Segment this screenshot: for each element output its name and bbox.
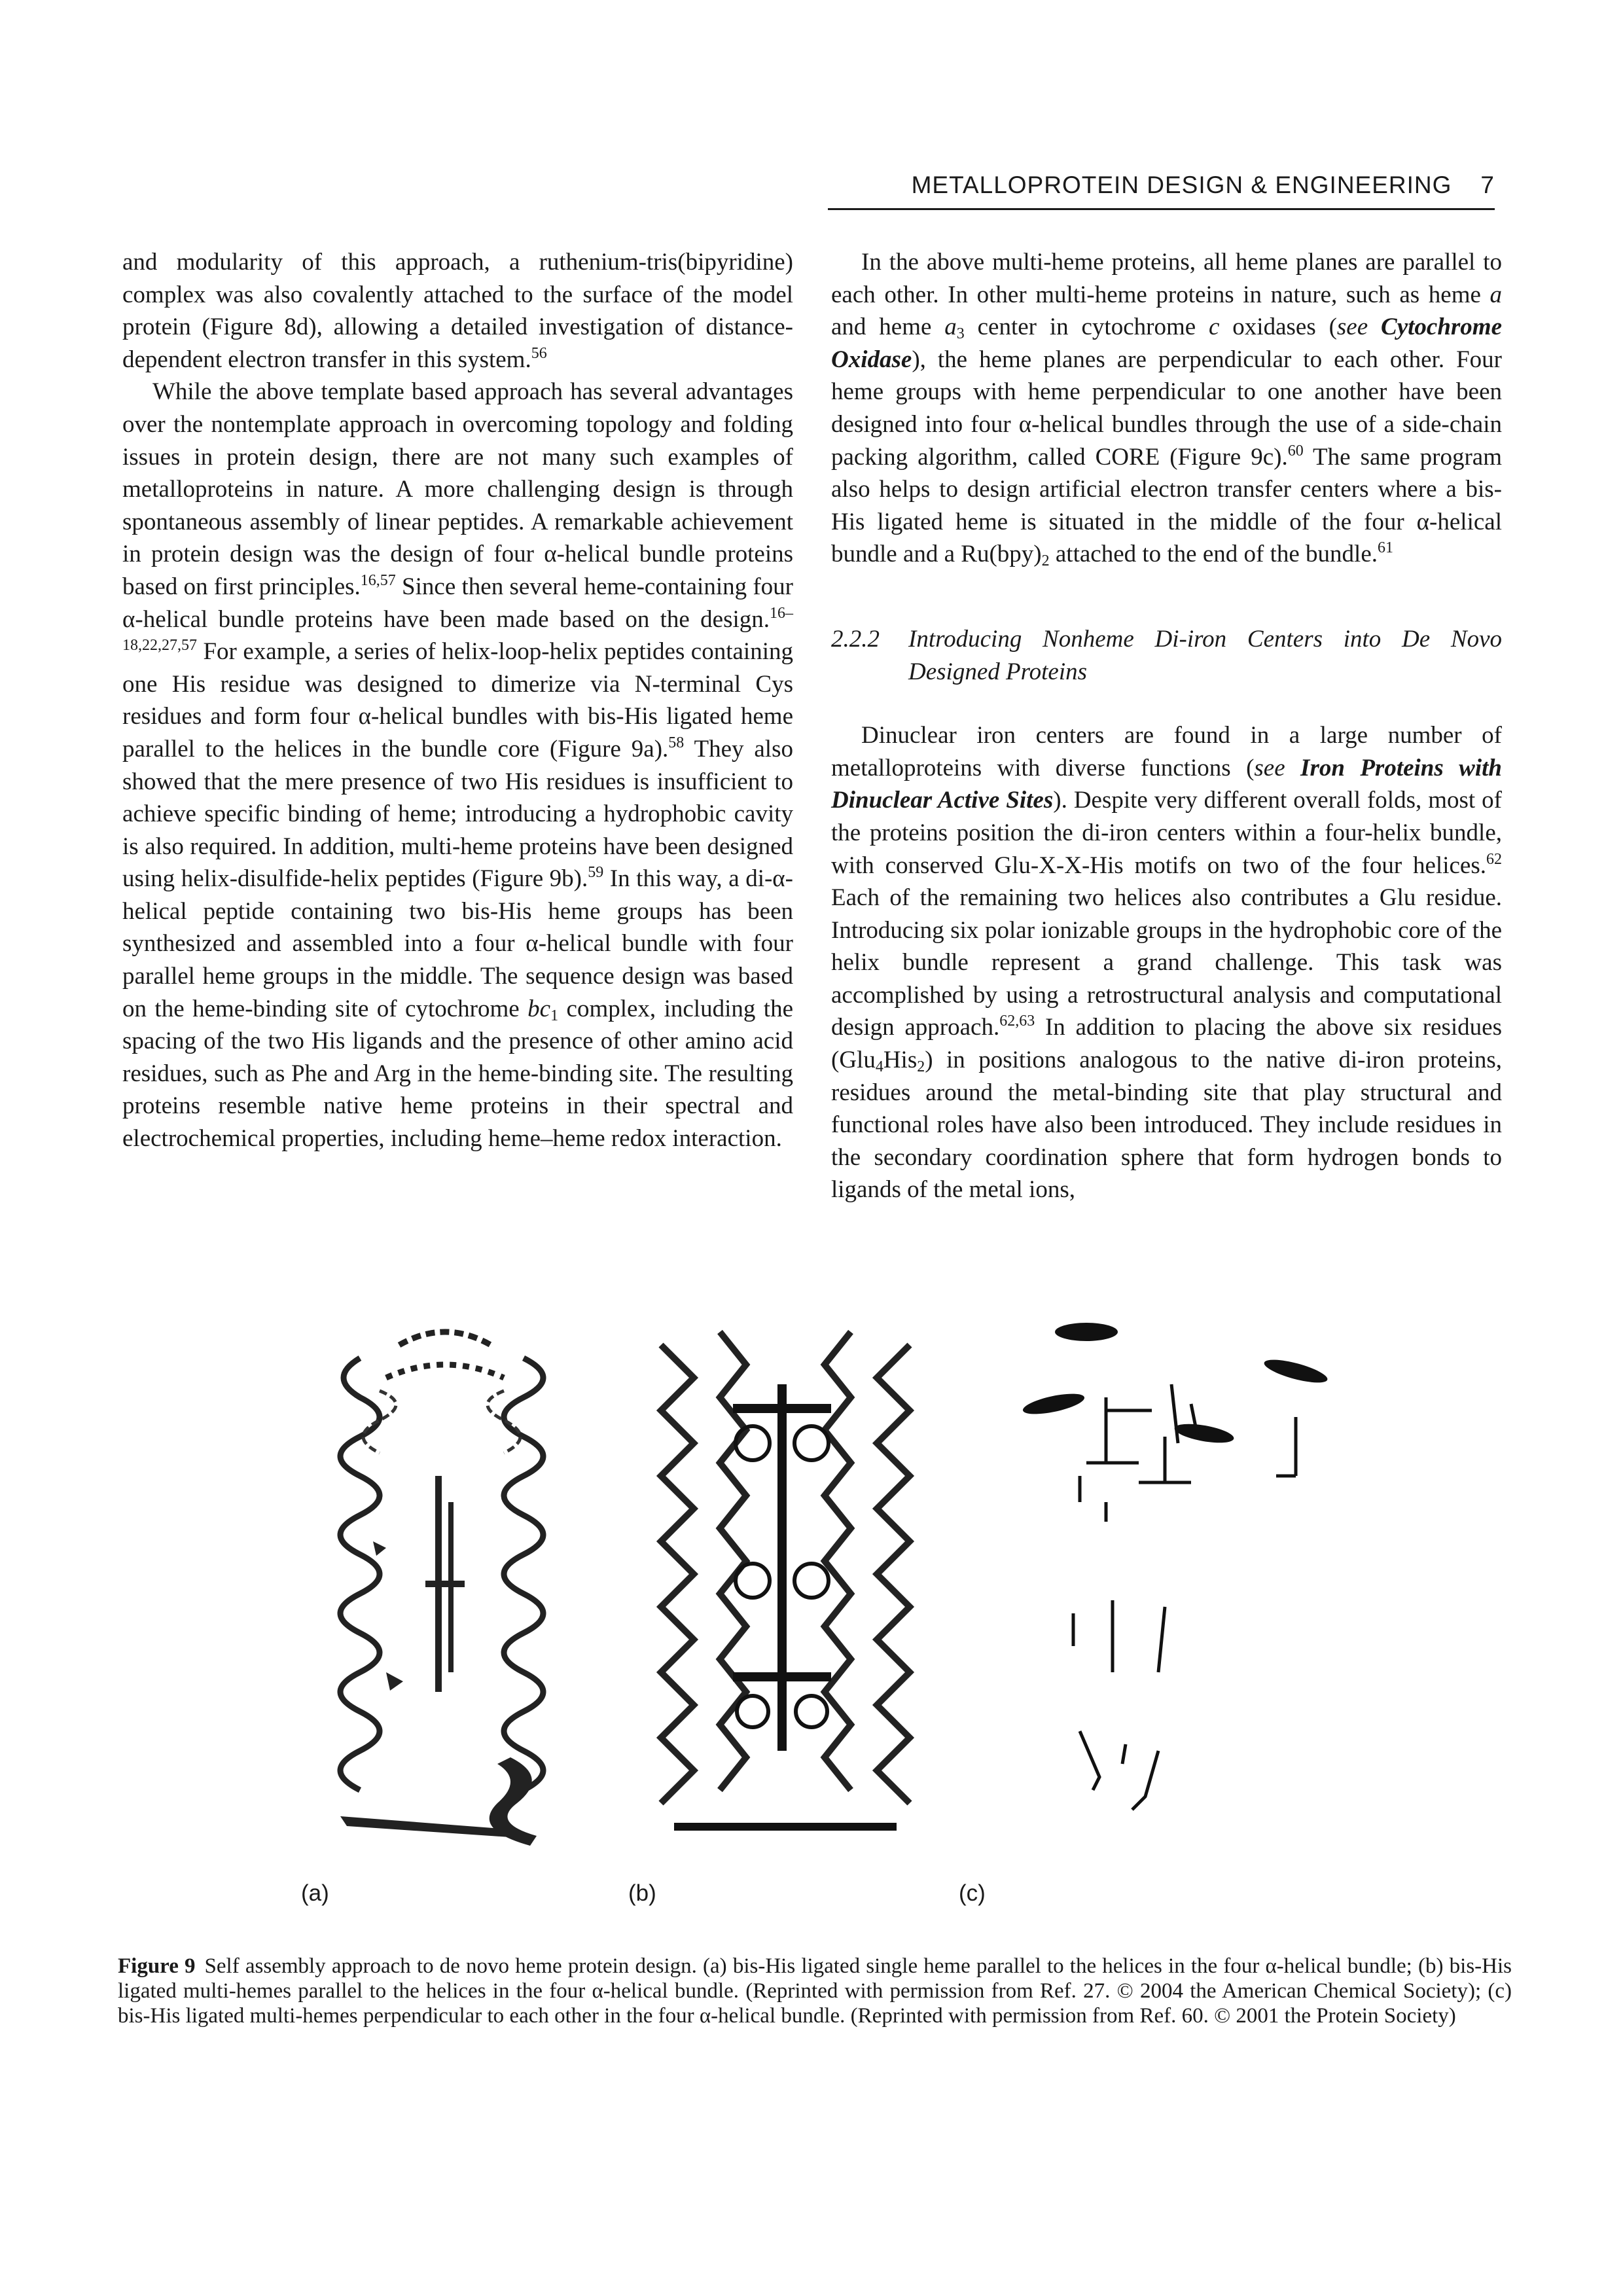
section-number: 2.2.2 — [831, 625, 880, 653]
citation: 16,57 — [360, 571, 396, 589]
running-title: METALLOPROTEIN DESIGN & ENGINEERING — [911, 171, 1452, 198]
citation: 60 — [1287, 442, 1304, 459]
citation: 59 — [588, 864, 604, 882]
cross-reference-link[interactable]: Iron Proteins with Dinuclear Active Site… — [831, 754, 1502, 814]
text: The same program also helps to design ar… — [831, 443, 1502, 568]
text: ), the heme planes are perpendicular to … — [831, 346, 1502, 471]
italic-text: c — [1209, 314, 1220, 341]
helix-bundle-multi-heme-parallel — [656, 1329, 915, 1831]
text: oxidases ( — [1219, 314, 1337, 341]
text: ). Despite very different overall folds,… — [831, 787, 1502, 879]
citation: 62,63 — [999, 1013, 1035, 1030]
panel-label-b: (b) — [628, 1880, 656, 1906]
panel-label-c: (c) — [959, 1880, 986, 1906]
section-title: Introducing Nonheme Di-iron Centers into… — [908, 625, 1502, 685]
text: In the above multi-heme proteins, all he… — [831, 249, 1502, 308]
header-rule — [828, 208, 1495, 210]
subscript: 4 — [875, 1058, 883, 1076]
citation: 58 — [668, 734, 685, 751]
left-column: and modularity of this approach, a ruthe… — [122, 246, 793, 1155]
text: ) in positions analogous to the native d… — [831, 1047, 1502, 1204]
text: Since then several heme-containing four … — [122, 573, 794, 633]
text: and heme — [831, 314, 945, 341]
panel-label-a: (a) — [301, 1880, 329, 1906]
running-head: METALLOPROTEIN DESIGN & ENGINEERING 7 — [812, 171, 1495, 199]
text: complex, including the spacing of the tw… — [122, 995, 794, 1153]
panel-c-image — [982, 1306, 1348, 1869]
italic-text: a — [1489, 281, 1503, 308]
text: and modularity of this approach, a ruthe… — [122, 249, 793, 373]
text: His — [883, 1047, 918, 1074]
citation: 56 — [531, 344, 547, 362]
text: They also showed that the mere presence … — [122, 735, 793, 893]
text: center in cytochrome — [964, 314, 1209, 341]
text: Dinuclear iron centers are found in a la… — [831, 722, 1502, 781]
subscript: 1 — [550, 1007, 559, 1024]
helix-bundle-single-heme — [337, 1329, 546, 1846]
panel-a-image — [301, 1306, 589, 1869]
paragraph-2: While the above template based approach … — [122, 376, 793, 1155]
cross-reference-link[interactable]: Cytochrome Oxidase — [831, 314, 1502, 373]
section-heading: 2.2.2 Introducing Nonheme Di-iron Center… — [831, 623, 1502, 688]
page-number: 7 — [1480, 171, 1495, 198]
citation: 61 — [1378, 539, 1394, 557]
citation: 16–18,22,27,57 — [122, 604, 793, 655]
figure-9: (a) (b) (c) — [275, 1306, 1374, 1937]
subscript: 3 — [956, 325, 965, 343]
text: For example, a series of helix-loop-heli… — [122, 638, 793, 762]
text: In this way, a di-α-helical peptide cont… — [122, 865, 793, 1022]
text: In addition to placing the above six res… — [831, 1014, 1502, 1074]
italic-text: a — [944, 314, 957, 341]
right-column: In the above multi-heme proteins, all he… — [831, 246, 1502, 1206]
paragraph-3: In the above multi-heme proteins, all he… — [831, 246, 1502, 571]
subscript: 2 — [917, 1058, 925, 1076]
see-label: see — [1254, 754, 1301, 781]
italic-text: bc — [527, 995, 551, 1022]
paragraph-4: Dinuclear iron centers are found in a la… — [831, 719, 1502, 1206]
text: Each of the remaining two helices also c… — [831, 884, 1502, 1041]
subscript: 2 — [1041, 552, 1050, 570]
citation: 62 — [1486, 850, 1502, 868]
text: While the above template based approach … — [122, 378, 793, 600]
text: attached to the end of the bundle. — [1049, 541, 1378, 568]
paragraph-1: and modularity of this approach, a ruthe… — [122, 246, 793, 376]
caption-label: Figure 9 — [118, 1954, 196, 1978]
panel-b-image — [635, 1306, 936, 1869]
see-label: see — [1336, 314, 1382, 341]
caption-text: Self assembly approach to de novo heme p… — [118, 1954, 1512, 2028]
helix-bundle-multi-heme-perpendicular — [1022, 1323, 1328, 1811]
